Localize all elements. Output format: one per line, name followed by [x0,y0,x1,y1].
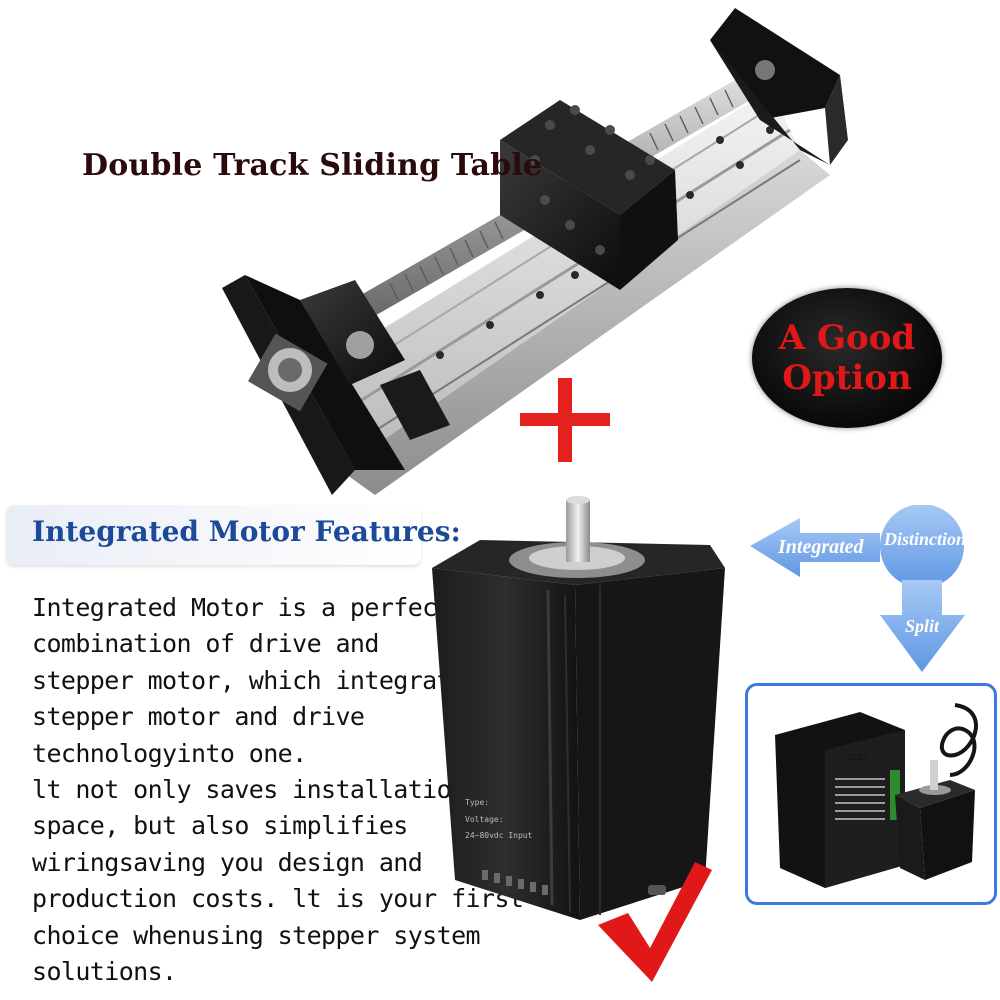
distinction-diagram [750,505,965,672]
split-label: Split [905,616,940,636]
description-line: combination of drive and [32,629,379,659]
badge-line-2: Option [782,358,912,398]
driver-model-label: CL57 [848,753,868,762]
description-line: production costs. lt is your first [32,884,524,914]
description-line: technologyinto one. [32,738,307,768]
features-heading-box [6,505,421,565]
description-line: wiringsaving you design and [32,847,423,877]
motor-voltage-label: Voltage: [465,815,504,824]
description-line: stepper motor, which integrates [32,665,481,695]
badge-line-1: A Good [778,318,916,358]
motor-voltage-value: 24~80vdc Input [465,831,533,840]
features-heading: Integrated Motor Features: [32,515,461,548]
integrated-stepper-motor: Type: Voltage: 24~80vdc Input [432,496,725,920]
checkmark-icon [598,862,712,982]
description-line: lt not only saves installation [32,775,466,805]
motor-type-label: Type: [465,798,489,807]
description-line: stepper motor and drive [32,702,365,732]
distinction-label: Distinction [884,529,967,549]
integrated-label: Integrated [778,536,864,558]
description-line: Integrated Motor is a perfect [32,593,452,622]
linear-slide-module [222,8,848,495]
plus-icon-vertical [558,378,572,462]
description-line: space, but also simplifies [32,811,408,841]
description-line: solutions. [32,957,177,987]
split-driver-and-motor: CL57 [775,703,978,888]
description-line: choice whenusing stepper system [32,920,481,950]
features-description: Integrated Motor is a perfect combinatio… [32,590,524,990]
product-title: Double Track Sliding Table [82,148,543,183]
good-option-badge: A Good Option [752,288,942,428]
